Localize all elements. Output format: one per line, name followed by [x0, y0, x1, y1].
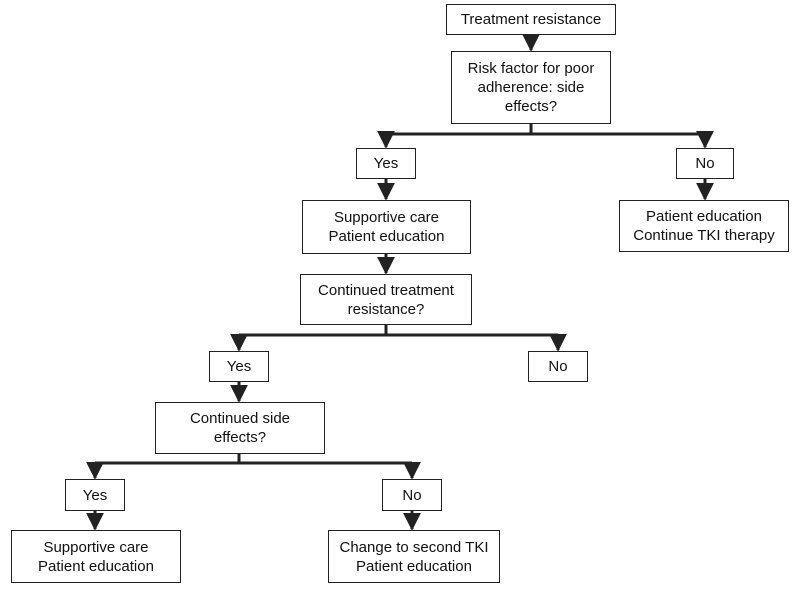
node-patient-education-continue-label: Patient education Continue TKI therapy	[633, 208, 775, 244]
node-continued-side-effects-label: Continued side effects?	[189, 410, 291, 446]
node-continued-treatment-resistance: Continued treatment resistance?	[300, 274, 472, 325]
node-yes-3: Yes	[65, 479, 125, 511]
node-yes-3-label: Yes	[82, 486, 108, 504]
node-no-2-label: No	[548, 358, 568, 375]
node-continued-treatment-resistance-label: Continued treatment resistance?	[318, 281, 454, 318]
node-supportive-care-1: Supportive care Patient education	[302, 200, 471, 254]
node-no-1-label: No	[695, 155, 715, 172]
node-no-2: No	[528, 351, 588, 382]
node-yes-1-label: Yes	[373, 155, 399, 172]
node-no-1: No	[676, 148, 734, 179]
node-no-3: No	[382, 479, 442, 511]
node-treatment-resistance: Treatment resistance	[446, 4, 616, 35]
node-patient-education-continue: Patient education Continue TKI therapy	[619, 200, 789, 252]
node-supportive-care-2-label: Supportive care Patient education	[38, 538, 154, 575]
node-yes-2: Yes	[209, 351, 269, 382]
node-yes-1: Yes	[356, 148, 416, 179]
node-change-second-tki: Change to second TKI Patient education	[328, 530, 500, 583]
node-supportive-care-2: Supportive care Patient education	[11, 530, 181, 583]
node-risk-factor: Risk factor for poor adherence: side eff…	[451, 51, 611, 124]
node-change-second-tki-label: Change to second TKI Patient education	[339, 538, 489, 575]
node-yes-2-label: Yes	[226, 358, 252, 375]
node-risk-factor-label: Risk factor for poor adherence: side eff…	[467, 60, 595, 115]
node-treatment-resistance-label: Treatment resistance	[460, 11, 602, 28]
node-continued-side-effects: Continued side effects?	[155, 402, 325, 454]
node-no-3-label: No	[402, 486, 422, 504]
node-supportive-care-1-label: Supportive care Patient education	[328, 209, 445, 245]
